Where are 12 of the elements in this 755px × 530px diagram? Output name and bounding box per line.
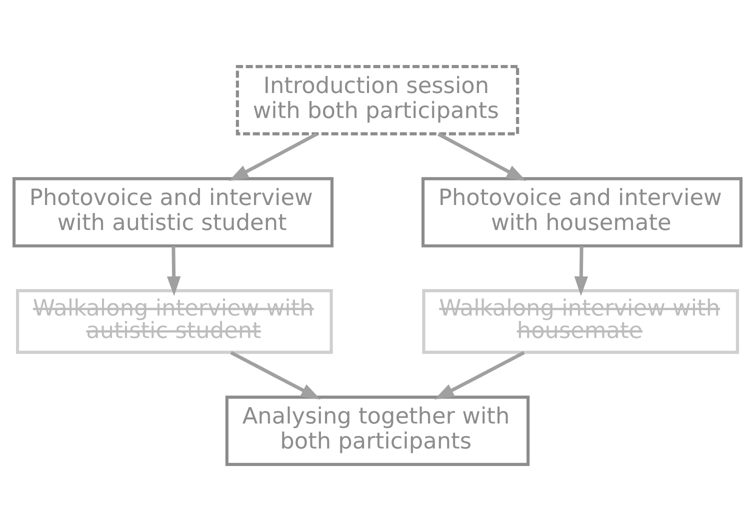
node-box: Walkalong interview with housemate xyxy=(422,288,740,354)
node-box: Photovoice and interview with autistic student xyxy=(12,176,334,247)
arrow xyxy=(228,132,318,181)
node-box: Introduction session with both participants xyxy=(236,64,520,135)
node-box: Analysing together with both participants xyxy=(225,395,530,466)
arrow xyxy=(434,350,525,400)
node-box: Photovoice and interview with housemate xyxy=(421,176,743,247)
arrow xyxy=(437,132,526,181)
arrow xyxy=(574,246,588,296)
node-box: Walkalong interview with autistic student xyxy=(16,288,333,354)
arrow xyxy=(230,350,321,400)
arrow xyxy=(166,246,181,296)
